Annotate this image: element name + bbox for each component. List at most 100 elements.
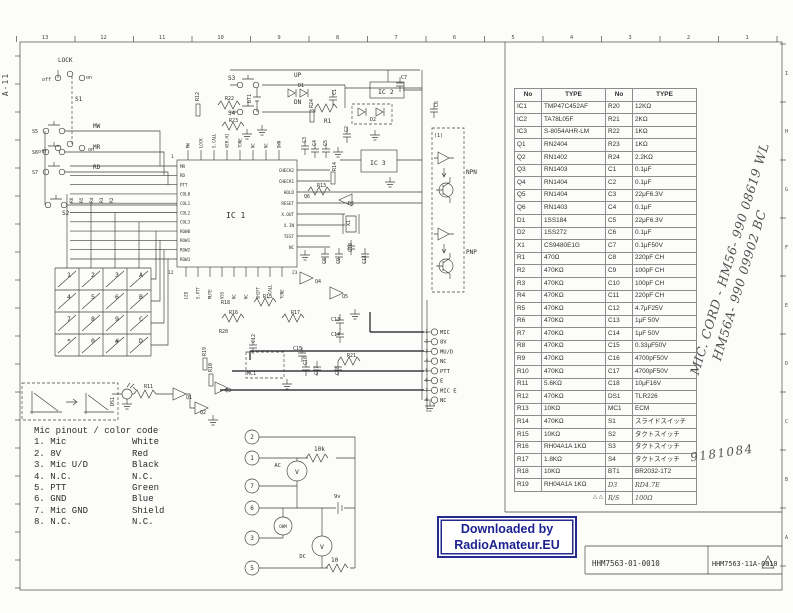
component-label: 12 [168, 270, 174, 276]
part-type: 0.1μF [632, 201, 697, 215]
part-type: 470KΩ [541, 415, 606, 430]
ic1-pin-label: T.CALL [268, 284, 273, 299]
part-no: C6 [605, 226, 633, 241]
component-label: R23 [229, 118, 238, 124]
keypad-key: 2 [91, 271, 95, 279]
test-battery-icon [337, 502, 343, 514]
switch-icon [252, 108, 260, 116]
ground-icon [385, 177, 395, 188]
test-pin-number: 3 [250, 535, 254, 542]
part-type: RN1402 [541, 150, 606, 165]
part-no: R21 [605, 113, 633, 127]
component-label: R1 [324, 118, 332, 125]
capacitor-icon [343, 128, 351, 143]
keypad-key: 6 [115, 293, 119, 301]
ruler-number: 7 [394, 35, 397, 41]
resistor-icon [133, 389, 157, 399]
capacitor-icon [334, 361, 342, 376]
radioamateur-watermark[interactable]: Downloaded by RadioAmateur.EU [437, 516, 577, 558]
part-type: 470KΩ [541, 289, 606, 304]
test-pin-circle [244, 560, 260, 576]
keypad-key: A [139, 271, 143, 279]
ic1-pin-label: ROW3 [180, 257, 191, 262]
part-type: 1KΩ [632, 138, 697, 152]
parts-header-row: No TYPE No TYPE [514, 88, 697, 102]
connector-pin-label: MIC E [440, 388, 457, 394]
component-label: C15 [293, 346, 302, 352]
component-label: Q2 [200, 410, 206, 416]
component-label: LOCK [58, 57, 73, 64]
keypad-key: C [139, 315, 143, 323]
ic1-pin-label: MR [180, 164, 186, 169]
capacitor-icon [298, 347, 306, 362]
component-label: 1 [171, 154, 174, 160]
part-type: 470KΩ [541, 390, 606, 404]
col-header-no: No [605, 88, 633, 102]
keypad-key: 7 [67, 315, 71, 323]
switch-icon [48, 162, 60, 167]
doc-number-left: HHM7563-01-0010 [592, 559, 660, 568]
capacitor-icon [361, 248, 369, 263]
pinout-signal: 1. Mic [34, 437, 67, 448]
switch-icon [242, 75, 254, 80]
component-label: D2 [370, 117, 376, 123]
component-label: R6 [69, 197, 75, 203]
part-no: C15 [605, 339, 633, 354]
ground-icon [257, 125, 267, 136]
wire-paths [44, 69, 435, 412]
ruler-letter: D [785, 361, 788, 367]
ruler-number: 3 [628, 35, 631, 41]
test-circuit-wires [259, 436, 356, 569]
ic1-pin-label: CHECK2 [279, 168, 295, 173]
component-label: R3 [99, 197, 105, 203]
component-label: D5 [348, 201, 354, 207]
part-no: R17 [514, 453, 542, 467]
test-pin-number: 7 [250, 483, 254, 490]
ground-icon [333, 147, 343, 158]
switch-icon [58, 168, 66, 176]
switch-icon [42, 127, 50, 135]
ruler-letter: B [785, 477, 788, 483]
key-switch [81, 270, 101, 288]
component-label: S5 [32, 129, 38, 135]
transistor-icon [299, 271, 314, 285]
part-type: 10KΩ [541, 428, 606, 442]
component-label: IC 2 [378, 88, 394, 96]
ruler-number: 9 [277, 35, 280, 41]
part-type: RN2404 [541, 138, 606, 152]
component-label: Q3 [225, 388, 231, 394]
component-label: C1 [332, 89, 338, 95]
resistor-icon [330, 171, 336, 185]
ic1-pin-label: SHIFT [256, 286, 261, 299]
component-label: R13 [317, 183, 326, 189]
part-no: R9 [514, 352, 542, 367]
dashed-boxes [21, 76, 465, 421]
component-label: S7 [32, 170, 38, 176]
connector-pin-icon [430, 386, 439, 394]
ic1-pin-label: TONE [280, 289, 285, 299]
part-no: IC1 [514, 100, 542, 115]
ruler-letter: H [785, 129, 788, 135]
part-no: Q6 [514, 201, 542, 215]
component-label: Q6 [304, 194, 310, 200]
resistor-icon [309, 109, 315, 123]
part-no: C7 [605, 239, 633, 253]
component-label: MR [93, 144, 101, 151]
